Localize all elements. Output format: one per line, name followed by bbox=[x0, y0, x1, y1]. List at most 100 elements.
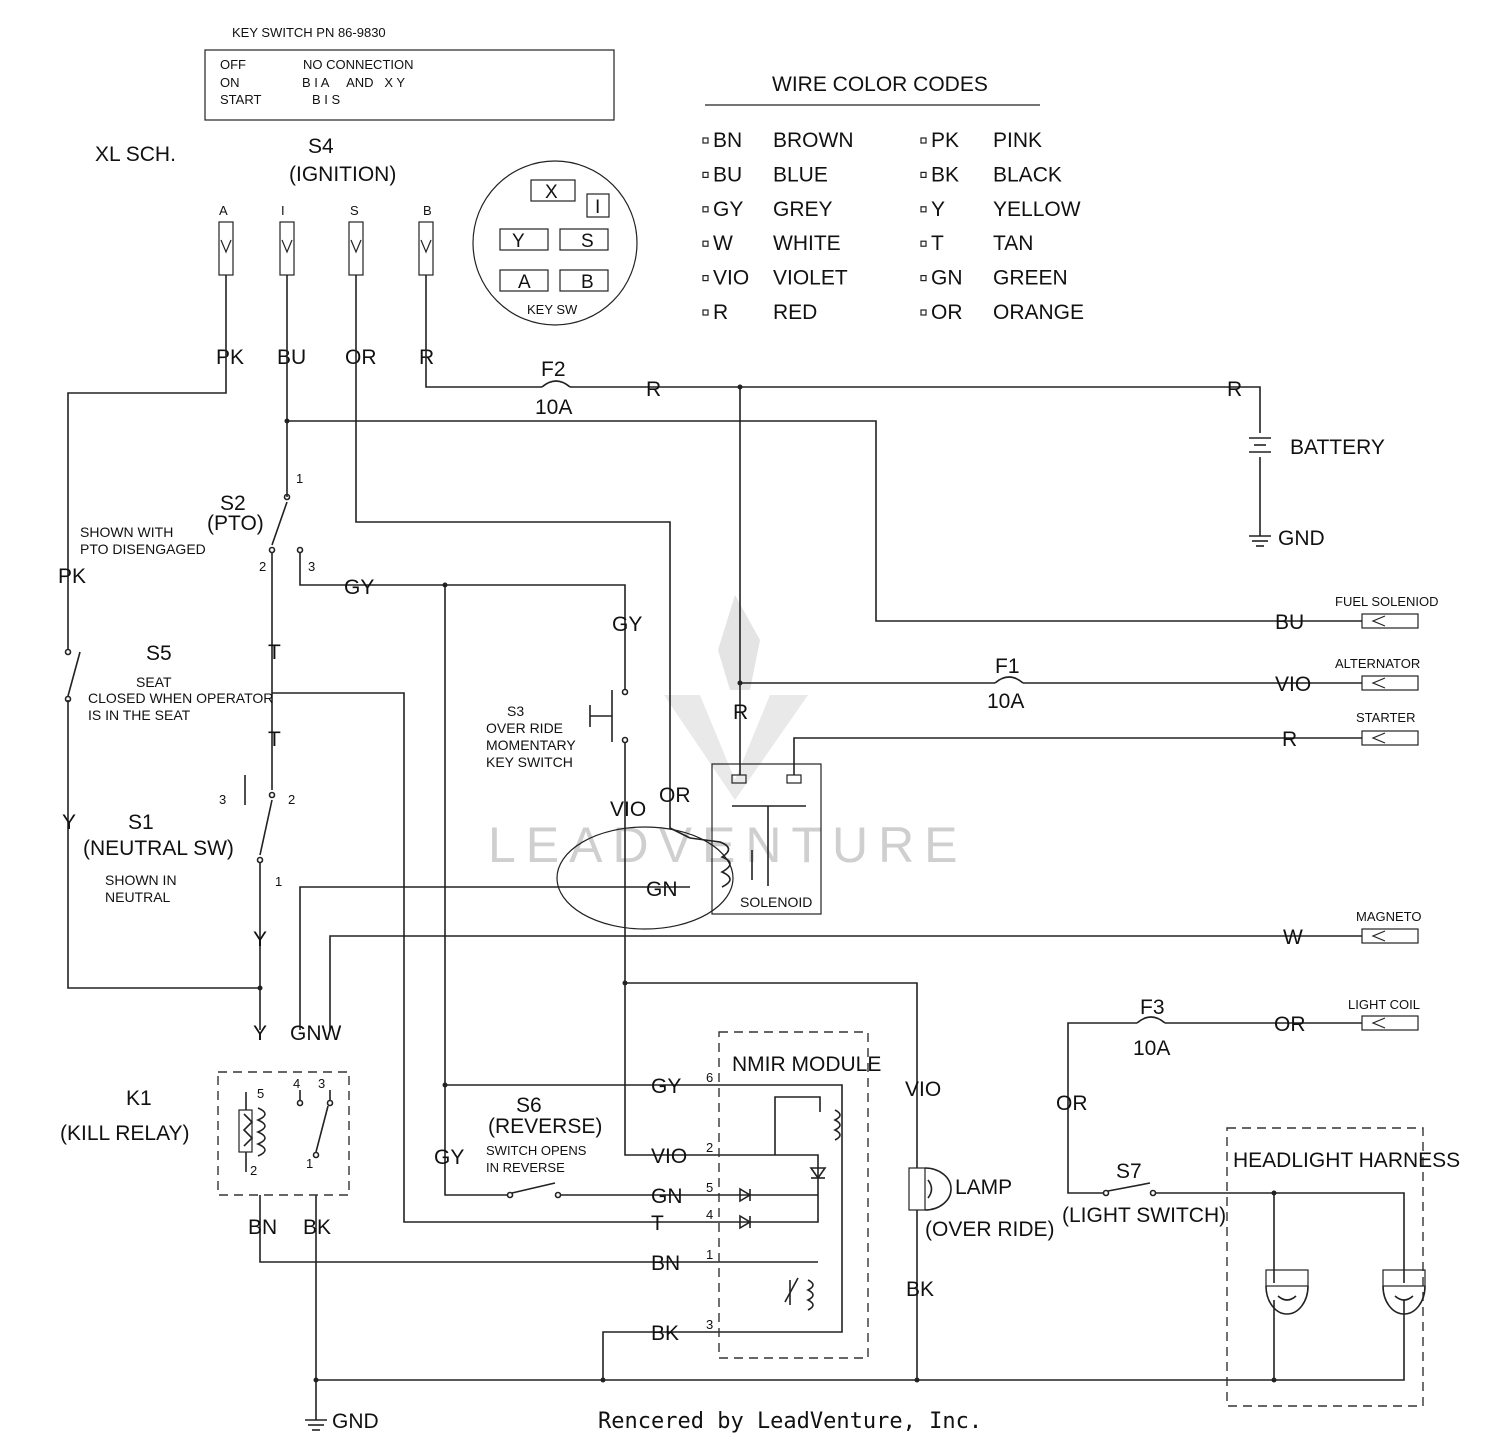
s4-desc: (IGNITION) bbox=[289, 163, 396, 186]
legend-code: Y bbox=[931, 198, 945, 221]
k1-pin: 1 bbox=[306, 1156, 313, 1171]
s6-desc: (REVERSE) bbox=[488, 1115, 602, 1138]
nmir-title: NMIR MODULE bbox=[732, 1053, 881, 1076]
nmir-pin-number: 6 bbox=[706, 1070, 713, 1085]
solenoid-label: SOLENOID bbox=[740, 894, 812, 910]
output-wire-label: OR bbox=[1274, 1013, 1306, 1036]
lamp-label: LAMP bbox=[955, 1176, 1012, 1199]
footer-credit: Rencered by LeadVenture, Inc. bbox=[598, 1409, 982, 1434]
legend-code: BU bbox=[713, 163, 742, 186]
legend-color-name: VIOLET bbox=[773, 267, 848, 290]
watermark: LEADVENTURE bbox=[488, 595, 958, 873]
key-switch-state: START bbox=[220, 92, 261, 107]
key-terminal-label: B bbox=[581, 272, 594, 293]
nmir-pin: GY 6 bbox=[651, 1070, 713, 1098]
s6-note: SWITCH OPENS bbox=[486, 1143, 587, 1158]
wire-label-vio: VIO bbox=[905, 1078, 941, 1101]
wire-label-gy: GY bbox=[612, 613, 642, 636]
nmir-pin-wire: GN bbox=[651, 1185, 683, 1208]
s2-note: SHOWN WITH bbox=[80, 524, 173, 540]
legend-code: PK bbox=[931, 129, 959, 152]
s5-name: S5 bbox=[146, 642, 172, 665]
key-terminal-label: Y bbox=[512, 231, 525, 252]
s6-note: IN REVERSE bbox=[486, 1160, 565, 1175]
key-switch-contacts: NO CONNECTION bbox=[303, 57, 414, 72]
s1-desc: (NEUTRAL SW) bbox=[83, 837, 234, 860]
f3-rating: 10A bbox=[1133, 1037, 1170, 1060]
s5-note: SEAT bbox=[136, 674, 172, 690]
k1-pin: 4 bbox=[293, 1076, 300, 1091]
wire-label-r: R bbox=[1227, 378, 1242, 401]
override-lamp: LAMP (OVER RIDE) bbox=[908, 1167, 1055, 1241]
legend-code: R bbox=[713, 301, 728, 324]
headlight-bulb-right bbox=[1382, 1269, 1426, 1315]
output-name: STARTER bbox=[1356, 710, 1415, 725]
wire-label-gnw: GNW bbox=[290, 1022, 342, 1045]
headlight-bulb-left bbox=[1265, 1269, 1309, 1315]
legend-color-name: TAN bbox=[993, 232, 1033, 255]
legend-title: WIRE COLOR CODES bbox=[772, 73, 988, 96]
f1-name: F1 bbox=[995, 655, 1020, 678]
s4-wire-or: OR bbox=[345, 346, 377, 369]
key-terminal-label: S bbox=[581, 231, 594, 252]
output-name: ALTERNATOR bbox=[1335, 656, 1420, 671]
k1-pin: 2 bbox=[250, 1163, 257, 1178]
s3-note: OVER RIDE bbox=[486, 720, 563, 736]
key-switch-state: OFF bbox=[220, 57, 246, 72]
wire-label-y: Y bbox=[253, 1022, 267, 1045]
s3-name: S3 bbox=[507, 703, 524, 719]
s4-terminal-s: S bbox=[350, 203, 359, 218]
wire-label-pk: PK bbox=[58, 565, 86, 588]
nmir-pin-wire: GY bbox=[651, 1075, 681, 1098]
battery-label: BATTERY bbox=[1290, 436, 1385, 459]
output-wire-label: BU bbox=[1275, 611, 1304, 634]
s3-note: MOMENTARY bbox=[486, 737, 576, 753]
headlight-harness: HEADLIGHT HARNESS bbox=[1226, 1127, 1460, 1407]
wire-label-t: T bbox=[268, 641, 281, 664]
s2-desc: (PTO) bbox=[207, 512, 264, 535]
schematic-label: XL SCH. bbox=[95, 143, 176, 166]
legend-code: VIO bbox=[713, 267, 749, 290]
s1-note: SHOWN IN bbox=[105, 872, 177, 888]
s7-desc: (LIGHT SWITCH) bbox=[1062, 1204, 1226, 1227]
wire-label-r: R bbox=[733, 701, 748, 724]
nmir-pin-number: 1 bbox=[706, 1247, 713, 1262]
s1-name: S1 bbox=[128, 811, 154, 834]
legend-code: W bbox=[713, 232, 733, 255]
s4-wire-pk: PK bbox=[216, 346, 244, 369]
key-switch-table: KEY SWITCH PN 86-9830 OFF NO CONNECTION … bbox=[204, 25, 615, 121]
s2-name: S2 bbox=[220, 492, 246, 515]
battery-gnd: GND bbox=[1278, 527, 1325, 550]
s3-note: KEY SWITCH bbox=[486, 754, 573, 770]
wire-label-gn: GN bbox=[646, 878, 678, 901]
legend-color-name: ORANGE bbox=[993, 301, 1084, 324]
f3-name: F3 bbox=[1140, 996, 1165, 1019]
key-switch-title: KEY SWITCH PN 86-9830 bbox=[232, 25, 386, 40]
wire-labels: R R PK GY GY T T R VIO OR Y GN Y Y GNW V… bbox=[58, 378, 1242, 1433]
legend-color-name: GREY bbox=[773, 198, 833, 221]
s1-note: NEUTRAL bbox=[105, 889, 171, 905]
wire-label-vio: VIO bbox=[610, 798, 646, 821]
ignition-terminal-connector bbox=[218, 221, 234, 276]
f1-rating: 10A bbox=[987, 690, 1024, 713]
output-wire-label: VIO bbox=[1275, 673, 1311, 696]
wire-label-y: Y bbox=[253, 928, 267, 951]
s7-name: S7 bbox=[1116, 1160, 1142, 1183]
s2-pin: 1 bbox=[296, 471, 303, 486]
